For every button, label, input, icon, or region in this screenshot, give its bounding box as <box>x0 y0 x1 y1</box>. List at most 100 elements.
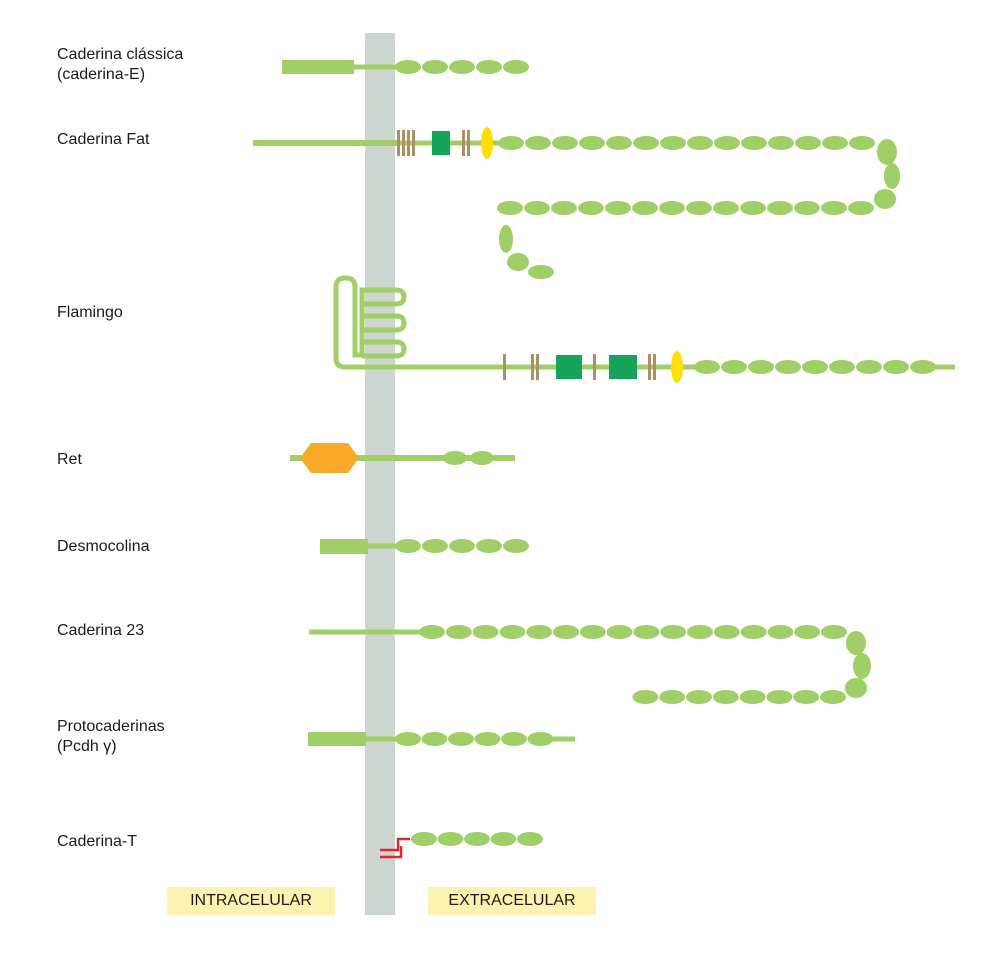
cadherin-repeat <box>713 625 740 639</box>
cadherin-repeat <box>422 539 448 553</box>
cadherin-repeat <box>775 360 801 374</box>
cadherin-repeat <box>659 201 685 215</box>
label-protocaderinas: Protocaderinas (Pcdh γ) <box>57 717 165 757</box>
label-line: (Pcdh γ) <box>57 738 117 755</box>
cadherin-repeat <box>579 625 606 639</box>
egf-like-domain <box>593 354 596 380</box>
egf-like-domain <box>503 354 506 380</box>
cadherin-repeat <box>740 625 767 639</box>
cadherin-repeat <box>476 539 502 553</box>
cadherin-repeat <box>766 690 793 704</box>
cadherin-repeat <box>877 139 897 165</box>
cadherin-repeat <box>528 265 554 279</box>
label-line: Caderina-T <box>57 833 138 850</box>
cadherin-repeat <box>422 60 448 74</box>
cadherin-repeat <box>632 690 659 704</box>
laminin-g-domain <box>432 131 450 155</box>
cadherin-repeat <box>793 690 820 704</box>
tyrosine-kinase-domain <box>300 443 359 473</box>
cadherin-repeat <box>503 539 529 553</box>
cadherin-repeat <box>767 625 794 639</box>
cadherin-repeat <box>741 136 767 150</box>
cadherin-repeat <box>820 690 846 704</box>
cadherin-repeat <box>829 360 855 374</box>
cadherin-repeat <box>606 136 632 150</box>
cadherin-repeat <box>910 360 936 374</box>
cadherin-repeat <box>499 625 526 639</box>
cadherin-repeat <box>712 690 739 704</box>
cadherin-repeat <box>802 360 828 374</box>
label-caderina-fat: Caderina Fat <box>57 130 150 150</box>
cadherin-repeat <box>846 631 866 655</box>
cadherin-repeat <box>499 225 513 253</box>
cadherin-repeat <box>687 625 713 639</box>
egf-like-domain <box>648 354 651 380</box>
egf-like-domain <box>407 130 410 156</box>
cadherin-repeat <box>721 360 747 374</box>
cadherin-repeat <box>464 832 490 846</box>
cadherin-repeat <box>419 625 445 639</box>
cadherin-repeat <box>395 60 421 74</box>
label-line: Protocaderinas <box>57 718 165 735</box>
cadherin-repeat <box>470 451 494 465</box>
cadherin-repeat <box>517 832 543 846</box>
cadherin-repeat <box>395 539 421 553</box>
label-line: Caderina Fat <box>57 131 150 148</box>
yellow-domain <box>671 351 683 383</box>
yellow-domain <box>481 127 493 159</box>
cadherin-repeat <box>449 60 475 74</box>
cadherin-repeat <box>490 832 517 846</box>
cadherin-repeat <box>821 625 847 639</box>
label-line: Caderina 23 <box>57 622 145 639</box>
cadherin-repeat <box>498 136 524 150</box>
label-line: (caderina-E) <box>57 66 146 83</box>
cadherin-repeat <box>822 136 848 150</box>
cadherin-repeat <box>605 201 631 215</box>
cadherin-repeat <box>856 360 882 374</box>
cadherin-repeat <box>507 253 529 271</box>
egf-like-domain <box>536 354 539 380</box>
cadherin-repeat <box>740 201 766 215</box>
cadherin-repeat <box>579 136 605 150</box>
cadherin-repeat <box>497 201 523 215</box>
label-line: Ret <box>57 451 82 468</box>
cadherin-repeat <box>687 136 713 150</box>
cadherin-repeat <box>526 625 553 639</box>
cadherin-repeat <box>421 732 448 746</box>
cadherin-repeat <box>474 732 501 746</box>
cadherin-repeat <box>660 625 687 639</box>
cadherin-repeat <box>632 201 658 215</box>
cytoplasmic-domain <box>282 60 354 74</box>
cadherin-repeat <box>821 201 847 215</box>
cadherin-repeat <box>395 732 421 746</box>
seven-transmembrane-loops <box>333 275 407 370</box>
cadherin-repeat <box>501 732 527 746</box>
cadherin-repeat <box>527 732 554 746</box>
egf-like-domain <box>412 130 415 156</box>
cadherin-repeat <box>660 136 686 150</box>
cadherin-repeat <box>437 832 464 846</box>
egf-like-domain <box>402 130 405 156</box>
cadherin-repeat <box>739 690 766 704</box>
cadherin-repeat <box>448 732 474 746</box>
label-caderina-23: Caderina 23 <box>57 621 144 641</box>
egf-like-domain <box>531 354 534 380</box>
cadherin-repeat <box>794 201 820 215</box>
egf-like-domain <box>653 354 656 380</box>
cadherin-repeat <box>848 201 874 215</box>
cadherin-repeat <box>553 625 579 639</box>
cadherin-repeat <box>713 201 739 215</box>
laminin-g-domain <box>609 355 637 379</box>
laminin-g-domain <box>556 355 582 379</box>
label-line: Desmocolina <box>57 538 150 555</box>
cadherin-repeat <box>551 201 577 215</box>
label-desmocolina: Desmocolina <box>57 537 149 557</box>
cadherin-repeat <box>694 360 720 374</box>
egf-like-domain <box>462 130 465 156</box>
extracellular-label: EXTRACELULAR <box>428 887 596 915</box>
cadherin-repeat <box>524 201 550 215</box>
gpi-anchor <box>380 846 403 859</box>
intracellular-label: INTRACELULAR <box>167 887 335 915</box>
